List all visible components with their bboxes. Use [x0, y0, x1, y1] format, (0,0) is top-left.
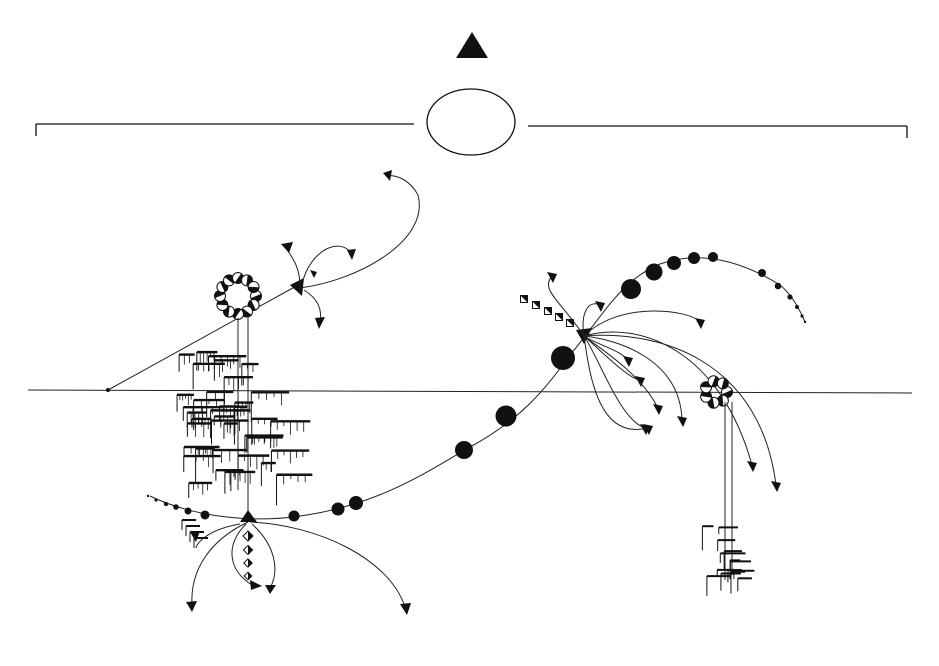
bead: [173, 504, 179, 510]
diamond-fill: [248, 572, 252, 580]
horizon-line: [27, 389, 913, 394]
diamond-fill: [248, 545, 253, 555]
bead: [146, 494, 150, 498]
squares-trail: [520, 295, 574, 327]
bead: [795, 305, 799, 309]
square-fill: [555, 313, 563, 321]
bead: [774, 282, 782, 290]
lower-left-spiral: [186, 510, 411, 615]
left-tree-cluster: [176, 350, 313, 548]
arrowhead: [635, 376, 645, 387]
bead: [800, 314, 804, 318]
bead: [667, 256, 681, 270]
square-fill: [544, 307, 552, 315]
top-triangle-icon: [456, 32, 488, 58]
arrowhead: [623, 356, 633, 367]
half-circle-fill: [241, 308, 252, 318]
arrowhead: [595, 301, 605, 312]
left-ring-of-half-circles: [214, 272, 262, 320]
fan-curve: [583, 335, 683, 421]
top-bracket: [35, 88, 908, 156]
right-ring-of-half-circles: [700, 375, 733, 409]
fan-curve: [583, 331, 753, 466]
upper-left-spiral: [281, 170, 420, 329]
bead: [787, 294, 793, 300]
square-fill: [566, 319, 574, 327]
square-fill: [520, 295, 528, 303]
bead: [803, 320, 807, 324]
bead: [200, 510, 210, 520]
bead: [184, 507, 192, 515]
bead: [758, 269, 766, 277]
arrowhead: [677, 416, 687, 427]
arrowhead: [547, 272, 557, 283]
bead-chain: [146, 252, 807, 522]
bead: [163, 501, 169, 507]
arrowhead: [643, 424, 653, 435]
bead: [645, 263, 663, 281]
half-circle-fill: [721, 378, 729, 389]
diamond-fill: [248, 531, 253, 541]
bead: [551, 346, 575, 370]
bead: [154, 498, 158, 502]
fan-curve: [583, 334, 777, 486]
bead: [349, 496, 363, 510]
arrowhead: [653, 404, 663, 415]
half-circle-fill: [700, 391, 712, 398]
bead: [455, 441, 473, 459]
right-tree-cluster: [701, 525, 755, 596]
bead: [495, 405, 517, 427]
half-circle-fill: [248, 286, 260, 293]
left-diagonal: [106, 283, 301, 392]
bead: [621, 279, 641, 299]
arrowhead: [747, 461, 757, 472]
right-fan-spiral: [547, 272, 781, 492]
bead: [708, 252, 718, 262]
bead: [288, 510, 300, 522]
fan-curve: [547, 275, 585, 337]
half-circle-fill: [224, 274, 235, 284]
diamond-fill: [248, 558, 253, 568]
fan-curve: [583, 335, 649, 431]
bead: [331, 502, 345, 516]
arrowhead: [695, 318, 705, 329]
arrowhead: [771, 481, 781, 492]
central-oval: [426, 88, 516, 156]
square-fill: [532, 301, 540, 309]
fan-curve: [583, 335, 646, 429]
bead: [688, 252, 700, 264]
fan-curve: [583, 310, 701, 337]
left-diamond-column: [242, 530, 254, 581]
fan-curve: [583, 335, 659, 409]
